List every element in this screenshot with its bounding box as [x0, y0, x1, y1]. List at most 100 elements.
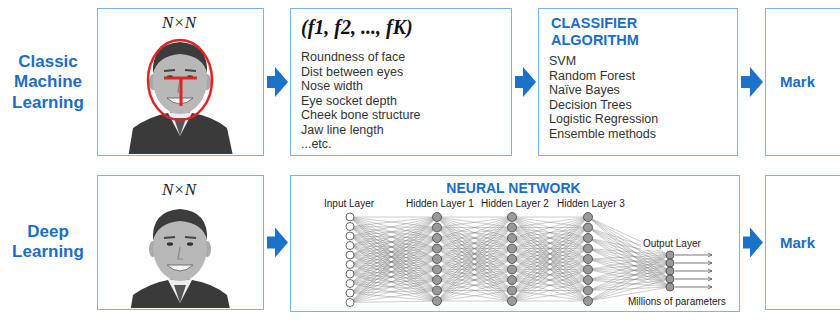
network-link	[437, 270, 512, 302]
network-link	[437, 291, 512, 302]
layer-label: Input Layer	[324, 198, 374, 210]
network-link	[350, 228, 437, 294]
network-link	[588, 255, 670, 280]
network-link	[350, 249, 437, 294]
network-link	[437, 217, 512, 228]
network-link	[512, 291, 588, 302]
network-link	[350, 228, 437, 303]
network-link	[437, 217, 512, 301]
row-label: Classic Machine Learning	[4, 52, 92, 113]
network-link	[350, 228, 437, 284]
network-link	[350, 255, 437, 301]
neuron	[346, 242, 354, 250]
network-link	[512, 291, 588, 302]
network-link	[512, 217, 588, 291]
output-arrow	[675, 253, 712, 257]
network-link	[437, 259, 512, 301]
network-link	[350, 217, 437, 303]
network-link	[350, 217, 437, 265]
network-link	[512, 217, 588, 238]
block-arrow	[741, 67, 763, 97]
neuron	[346, 299, 354, 307]
network-link	[350, 238, 437, 246]
network-link	[350, 217, 437, 249]
network-link	[437, 217, 512, 270]
network-link	[512, 217, 588, 218]
network-link	[437, 228, 512, 302]
layer-label: Hidden Layer 3	[557, 198, 625, 210]
list-item: Logistic Regression	[549, 112, 658, 127]
network-link	[350, 246, 437, 291]
neuron	[584, 297, 593, 306]
network-link	[588, 249, 670, 288]
list-item: ...etc.	[301, 137, 332, 152]
list-item: Nose width	[301, 79, 363, 94]
network-link	[350, 301, 437, 303]
neuron	[666, 251, 674, 259]
neuron	[584, 255, 593, 264]
neuron	[346, 261, 354, 269]
layer-label: Hidden Layer 1	[406, 198, 474, 210]
neuron	[346, 270, 354, 278]
network-link	[350, 249, 437, 303]
network-link	[350, 228, 437, 246]
network-link	[437, 217, 512, 238]
network-link	[437, 217, 512, 259]
network-link	[437, 280, 512, 301]
network-link	[350, 236, 437, 270]
image-box: N×N	[97, 175, 264, 310]
network-link	[588, 255, 670, 301]
network-link	[512, 270, 588, 302]
network-link	[350, 238, 437, 274]
neuron	[433, 265, 442, 274]
list-item: Decision Trees	[549, 98, 632, 113]
network-link	[350, 217, 437, 238]
network-link	[437, 217, 512, 249]
network-link	[588, 279, 670, 280]
network-link	[588, 259, 670, 271]
size-label: N×N	[98, 180, 260, 200]
network-link	[512, 228, 588, 302]
network-link	[588, 271, 670, 291]
network-link	[350, 270, 437, 303]
output-box: Mark	[765, 8, 840, 156]
network-link	[512, 280, 588, 301]
neuron	[584, 265, 593, 274]
neuron	[666, 267, 674, 275]
output-box: Mark	[765, 175, 840, 310]
network-link	[437, 217, 512, 270]
output-arrow	[675, 277, 712, 281]
network-link	[512, 238, 588, 301]
network-link	[350, 217, 437, 293]
size-label: N×N	[98, 13, 260, 33]
neuron	[508, 276, 517, 285]
network-link	[512, 238, 588, 301]
network-link	[437, 217, 512, 301]
network-link	[437, 291, 512, 302]
network-link	[588, 263, 670, 291]
network-link	[437, 217, 512, 218]
network-link	[350, 238, 437, 265]
block-arrow	[267, 228, 288, 258]
network-link	[512, 301, 588, 302]
network-link	[350, 249, 437, 284]
neuron	[433, 255, 442, 264]
neuron	[433, 234, 442, 243]
face-outline	[148, 40, 212, 120]
network-link	[350, 265, 437, 302]
network-link	[437, 217, 512, 291]
neuron	[433, 297, 442, 306]
neuron	[346, 213, 354, 221]
network-link	[350, 228, 437, 275]
network-link	[437, 259, 512, 301]
network-box: NEURAL NETWORKInput LayerHidden Layer 1H…	[290, 175, 740, 312]
neuron	[508, 286, 517, 295]
network-link	[512, 217, 588, 259]
network-link	[437, 238, 512, 301]
network-link	[437, 249, 512, 302]
network-link	[350, 228, 437, 265]
network-link	[437, 217, 512, 259]
neuron	[666, 275, 674, 283]
